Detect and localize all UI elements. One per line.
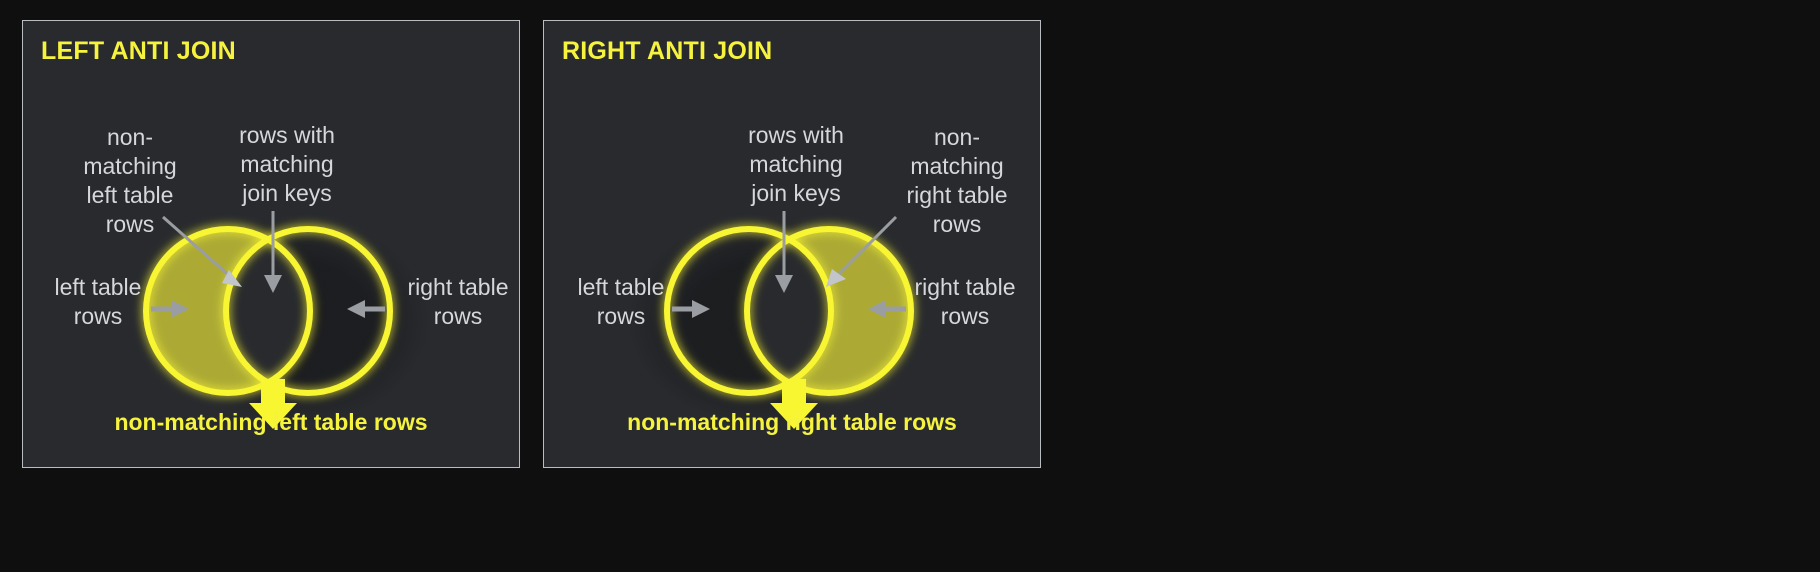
label-right-table-rows: right table rows (407, 274, 509, 329)
label-rows-with-matching-join-keys: rows with matching join keys (748, 122, 844, 206)
panel-left-anti-join: LEFT ANTI JOIN (22, 20, 520, 468)
pointer-right-table (868, 300, 906, 318)
label-left-table-rows: left table rows (54, 274, 142, 329)
result-arrow-down (249, 379, 297, 429)
venn-svg-left (143, 211, 430, 429)
venn-circle-left (664, 226, 834, 396)
pointer-left-table (151, 300, 189, 318)
label-non-matching-left-table-rows: non- matching left table rows (83, 124, 177, 237)
panel-title-left: LEFT ANTI JOIN (41, 37, 236, 65)
caption-left-result: non-matching left table rows (114, 409, 428, 435)
panel-right-anti-join: RIGHT ANTI JOIN (543, 20, 1041, 468)
pointer-left-table (672, 300, 710, 318)
venn-diagram-left: non- matching left table rows rows with … (23, 21, 519, 467)
pointer-join-keys (264, 211, 282, 293)
label-right-table-rows: right table rows (914, 274, 1016, 329)
caption-right-result: non-matching right table rows (627, 409, 957, 435)
result-arrow-down (770, 379, 818, 429)
venn-diagram-right: rows with matching join keys non- matchi… (544, 21, 1040, 467)
label-rows-with-matching-join-keys: rows with matching join keys (239, 122, 335, 206)
pointer-non-matching (826, 215, 898, 287)
pointer-non-matching (162, 215, 242, 287)
label-non-matching-right-table-rows: non- matching right table rows (906, 124, 1008, 237)
label-left-table-rows: left table rows (577, 274, 665, 329)
venn-circle-left (143, 226, 313, 396)
venn-circle-right (223, 226, 393, 396)
pointer-join-keys (775, 211, 793, 293)
pointer-right-table (347, 300, 385, 318)
venn-svg-right (627, 211, 914, 429)
venn-circle-right (744, 226, 914, 396)
panel-title-right: RIGHT ANTI JOIN (562, 37, 773, 65)
